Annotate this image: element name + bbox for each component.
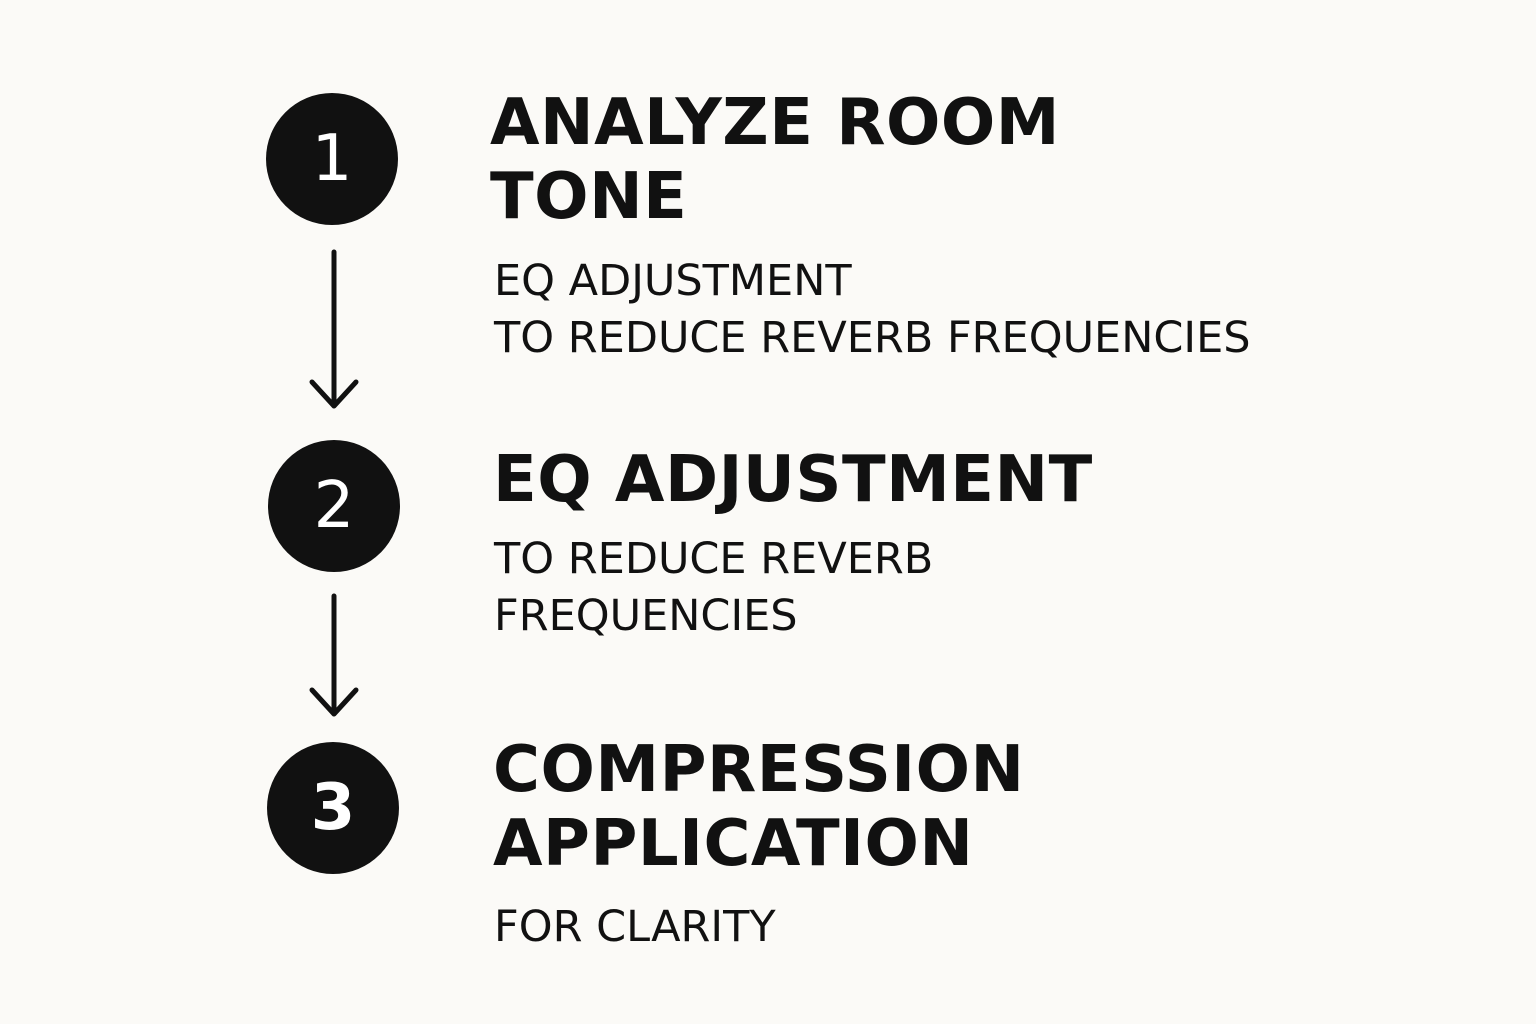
- step-3-title: COMPRESSION APPLICATION: [493, 733, 1025, 881]
- arrow-down-icon: [309, 593, 359, 717]
- step-1-description-line-2: TO REDUCE REVERB FREQUENCIES: [494, 313, 1251, 363]
- step-3-number: 3: [310, 771, 356, 845]
- step-2-title-line-1: EQ ADJUSTMENT: [493, 443, 1093, 517]
- step-2-number-badge: 2: [268, 440, 400, 572]
- step-2-description: TO REDUCE REVERB FREQUENCIES: [494, 531, 933, 645]
- arrow-down-icon: [309, 249, 359, 409]
- step-3-number-badge: 3: [267, 742, 399, 874]
- step-1-title: ANALYZE ROOM TONE: [490, 86, 1060, 234]
- step-1-number: 1: [311, 122, 353, 196]
- step-2-description-line-2: FREQUENCIES: [494, 591, 798, 641]
- step-2-title: EQ ADJUSTMENT: [493, 443, 1093, 517]
- step-3-description: FOR CLARITY: [494, 899, 776, 956]
- step-1-number-badge: 1: [266, 93, 398, 225]
- step-2-description-line-1: TO REDUCE REVERB: [494, 534, 934, 584]
- step-1-title-line-1: ANALYZE ROOM: [490, 86, 1060, 160]
- step-1-description-line-1: EQ ADJUSTMENT: [494, 256, 852, 306]
- step-3-title-line-1: COMPRESSION: [493, 733, 1025, 807]
- step-1-title-line-2: TONE: [490, 160, 688, 234]
- step-3-description-line-1: FOR CLARITY: [494, 902, 776, 952]
- step-1-description: EQ ADJUSTMENT TO REDUCE REVERB FREQUENCI…: [494, 253, 1251, 367]
- step-3-title-line-2: APPLICATION: [493, 807, 974, 881]
- step-2-number: 2: [313, 469, 355, 543]
